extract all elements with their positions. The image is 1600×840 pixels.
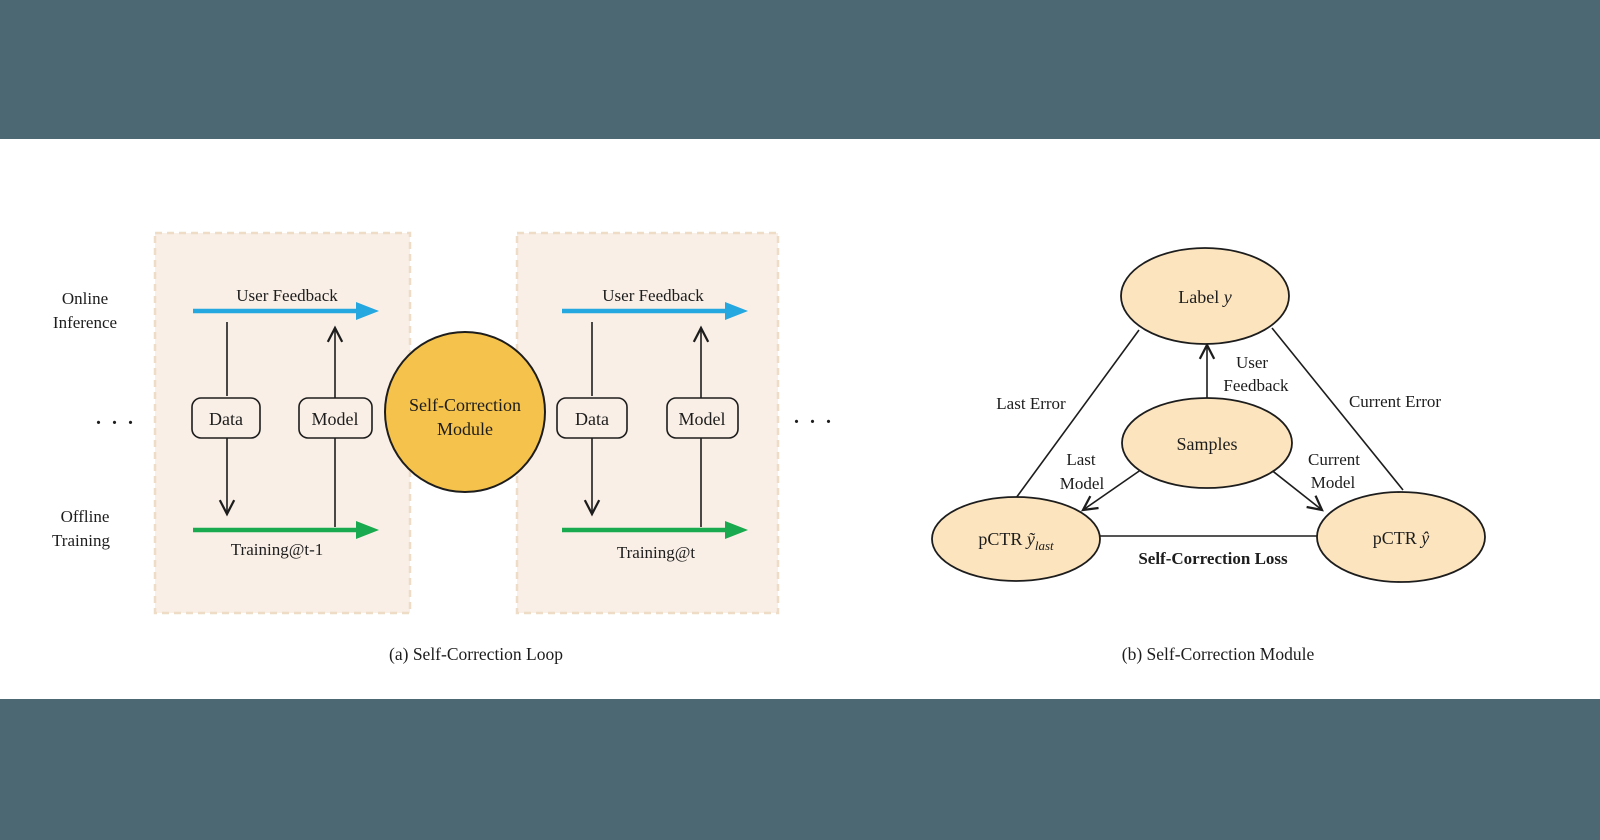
pctr-current-text: pCTR	[1373, 528, 1422, 548]
pctr-last-text: pCTR	[978, 529, 1027, 549]
model-box-label: Model	[679, 409, 726, 429]
label-y-text: Label	[1178, 287, 1223, 307]
ellipsis-left: . . .	[96, 407, 136, 429]
diagram-a-self-correction-loop: Online Inference Offline Training . . . …	[52, 231, 834, 664]
current-error-label: Current Error	[1349, 392, 1441, 411]
self-correction-loss-label: Self-Correction Loss	[1138, 549, 1288, 568]
top-teal-band	[0, 0, 1600, 139]
module-label-line2: Module	[437, 419, 493, 439]
current-model-edge	[1264, 464, 1324, 512]
offline-training-label-line1: Offline	[61, 507, 110, 526]
model-box-label: Model	[312, 409, 359, 429]
current-model-label-line1: Current	[1308, 450, 1360, 469]
svg-text:pCTR ỹlast: pCTR ỹlast	[978, 529, 1054, 553]
training-t-label: Training@t	[617, 543, 696, 562]
self-correction-module-node: Self-Correction Module	[384, 331, 546, 493]
pctr-last-subscript: last	[1035, 538, 1054, 553]
samples-node: Samples	[1121, 397, 1293, 489]
pctr-last-math: ỹ	[1025, 529, 1036, 549]
loop-timestep-t-1: User Feedback Data Model Training@t-1	[191, 286, 379, 559]
last-error-label: Last Error	[996, 394, 1066, 413]
training-arrow	[562, 521, 748, 539]
data-box-label: Data	[209, 409, 243, 429]
online-inference-label-line2: Inference	[53, 313, 117, 332]
loop-timestep-t: User Feedback Data Model Training@t	[556, 286, 748, 562]
offline-training-label-line2: Training	[52, 531, 110, 550]
data-box-label: Data	[575, 409, 609, 429]
last-error-edge	[1015, 329, 1140, 499]
training-t-1-label: Training@t-1	[231, 540, 323, 559]
pctr-current-math: ŷ	[1419, 528, 1429, 548]
training-arrow	[193, 521, 379, 539]
user-feedback-arrow	[562, 302, 748, 320]
user-feedback-label-line1: User	[1236, 353, 1268, 372]
last-model-edge	[1080, 466, 1146, 512]
samples-text: Samples	[1177, 434, 1238, 454]
user-feedback-arrow	[193, 302, 379, 320]
ellipsis-right: . . .	[794, 406, 834, 428]
label-y-math: y	[1222, 287, 1232, 307]
current-model-label-line2: Model	[1311, 473, 1356, 492]
data-box	[191, 397, 261, 439]
diagram-b-self-correction-module: Label y Samples pCTR ỹlast pCTR ŷ	[931, 247, 1486, 664]
svg-text:pCTR ŷ: pCTR ŷ	[1373, 528, 1430, 548]
last-model-label-line2: Model	[1060, 474, 1105, 493]
current-error-edge	[1271, 327, 1404, 491]
model-box	[666, 397, 739, 439]
module-label-line1: Self-Correction	[409, 395, 521, 415]
user-feedback-label: User Feedback	[236, 286, 338, 305]
pctr-current-node: pCTR ŷ	[1316, 491, 1486, 583]
user-feedback-label: User Feedback	[602, 286, 704, 305]
pctr-last-node: pCTR ỹlast	[931, 496, 1101, 582]
label-y-node: Label y	[1120, 247, 1290, 345]
caption-a: (a) Self-Correction Loop	[389, 644, 563, 664]
caption-b: (b) Self-Correction Module	[1122, 644, 1315, 664]
user-feedback-label-line2: Feedback	[1223, 376, 1289, 395]
online-inference-label-line1: Online	[62, 289, 108, 308]
svg-text:Label y: Label y	[1178, 287, 1231, 307]
bottom-teal-band	[0, 699, 1600, 840]
last-model-label-line1: Last	[1066, 450, 1096, 469]
